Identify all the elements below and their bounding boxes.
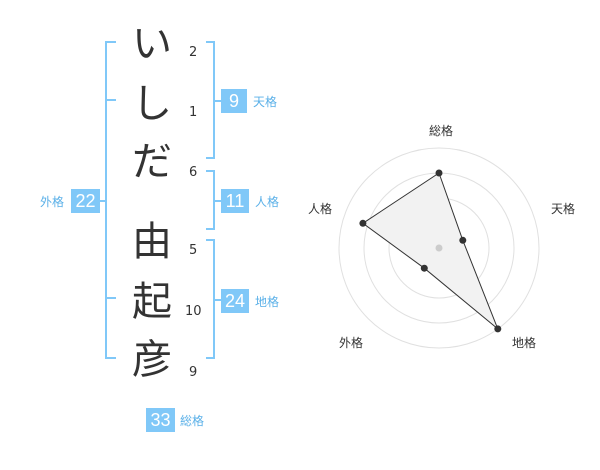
- name-char-2: し: [132, 81, 172, 127]
- radar-point-3: [494, 325, 502, 333]
- gaikaku-value-badge: 22: [71, 189, 100, 213]
- radar-ring-4: [338, 147, 540, 349]
- radar-label-jinkaku: 人格: [308, 202, 333, 216]
- radar-center-dot: [435, 244, 443, 252]
- stroke-count-2: 1: [189, 105, 198, 120]
- stroke-count-1: 2: [189, 45, 198, 60]
- radar-points: [359, 169, 502, 333]
- stroke-count-3: 6: [189, 165, 198, 180]
- jinkaku-label: 人格: [255, 195, 280, 209]
- chikaku-label: 地格: [255, 295, 280, 309]
- tenkaku-value-badge: 9: [221, 89, 247, 113]
- soukaku-value-badge: 33: [146, 408, 175, 432]
- stroke-count-5: 10: [185, 304, 202, 319]
- name-char-6: 彦: [132, 337, 172, 383]
- stroke-count-6: 9: [189, 365, 198, 380]
- tenkaku-label: 天格: [253, 95, 278, 109]
- name-char-4: 由: [132, 219, 172, 265]
- radar-point-5: [359, 219, 367, 227]
- radar-shape: [362, 172, 499, 330]
- name-char-3: だ: [132, 139, 172, 185]
- soukaku-label: 総格: [180, 414, 205, 428]
- name-char-5: 起: [132, 279, 172, 325]
- radar-point-2: [459, 236, 467, 244]
- name-char-1: い: [132, 21, 172, 67]
- radar-point-4: [420, 264, 428, 272]
- jinkaku-value-badge: 11: [221, 189, 249, 213]
- radar-point-1: [435, 169, 443, 177]
- radar-label-chikaku: 地格: [512, 336, 537, 350]
- stroke-count-4: 5: [189, 243, 198, 258]
- gaikaku-label: 外格: [40, 195, 65, 209]
- chikaku-value-badge: 24: [221, 289, 249, 313]
- radar-label-gaikaku: 外格: [339, 336, 364, 350]
- radar-label-soukaku: 総格: [429, 124, 454, 138]
- radar-label-tenkaku: 天格: [551, 202, 576, 216]
